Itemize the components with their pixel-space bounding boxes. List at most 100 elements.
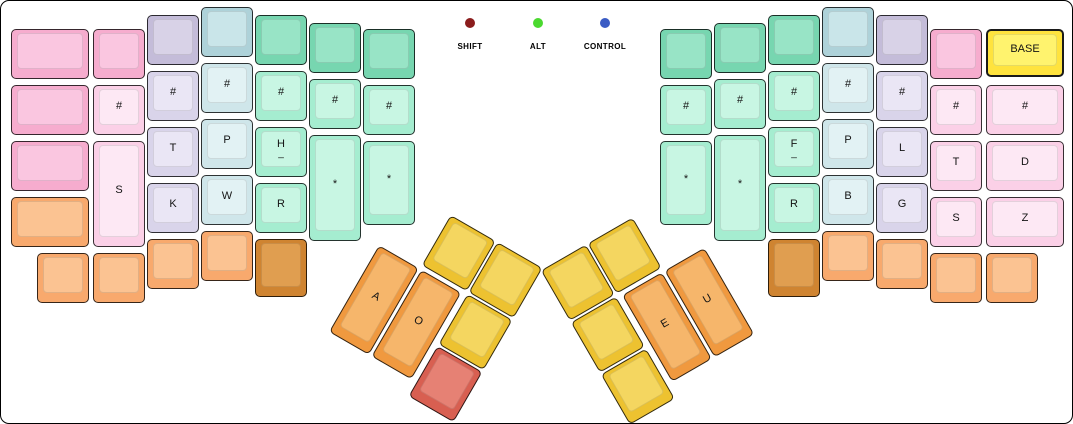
key-l2-hash[interactable]: # bbox=[93, 85, 145, 135]
key-r4-p[interactable]: P bbox=[822, 119, 874, 169]
key-l3-hash[interactable]: # bbox=[147, 71, 199, 121]
keycap-top bbox=[207, 67, 247, 103]
key-r6-t[interactable]: T bbox=[930, 141, 982, 191]
keycap-top bbox=[828, 235, 868, 271]
key-r6-hash[interactable]: # bbox=[930, 85, 982, 135]
key-r2r1[interactable] bbox=[714, 23, 766, 73]
keycap-top bbox=[720, 83, 760, 119]
keycap-top bbox=[369, 145, 409, 215]
keycap-top bbox=[992, 257, 1032, 293]
key-l1r1[interactable] bbox=[11, 29, 89, 79]
keycap-top bbox=[17, 145, 83, 181]
key-r5-l[interactable]: L bbox=[876, 127, 928, 177]
key-r7-d[interactable]: D bbox=[986, 141, 1064, 191]
key-l4-hash[interactable]: # bbox=[201, 63, 253, 113]
key-r3r5[interactable] bbox=[768, 239, 820, 297]
key-l4-p[interactable]: P bbox=[201, 119, 253, 169]
key-l1r3[interactable] bbox=[11, 141, 89, 191]
key-l5-r[interactable]: R bbox=[255, 183, 307, 233]
keycap-top bbox=[666, 145, 706, 215]
key-r3-f[interactable]: F_ bbox=[768, 127, 820, 177]
key-r5-hash[interactable]: # bbox=[876, 71, 928, 121]
keycap-top bbox=[369, 89, 409, 125]
key-base[interactable]: BASE bbox=[986, 29, 1064, 77]
key-l7r1[interactable] bbox=[363, 29, 415, 79]
keycap-top bbox=[992, 89, 1058, 125]
key-r3-hash[interactable]: # bbox=[768, 71, 820, 121]
key-r1-hash[interactable]: # bbox=[660, 85, 712, 135]
key-r2-star[interactable]: * bbox=[714, 135, 766, 241]
keycap-top bbox=[992, 145, 1058, 181]
keycap-top bbox=[207, 123, 247, 159]
keycap-top bbox=[882, 243, 922, 279]
key-r3r1[interactable] bbox=[768, 15, 820, 65]
key-l3r1[interactable] bbox=[147, 15, 199, 65]
key-l2r1[interactable] bbox=[93, 29, 145, 79]
keycap-top bbox=[666, 89, 706, 125]
keycap-top bbox=[774, 131, 814, 167]
key-l3-k[interactable]: K bbox=[147, 183, 199, 233]
keycap-top bbox=[261, 19, 301, 55]
key-r7-z[interactable]: Z bbox=[986, 197, 1064, 247]
key-r1-star[interactable]: * bbox=[660, 141, 712, 225]
keycap-top bbox=[315, 83, 355, 119]
key-r4r5[interactable] bbox=[822, 231, 874, 281]
key-l7-star[interactable]: * bbox=[363, 141, 415, 225]
key-l5r1[interactable] bbox=[255, 15, 307, 65]
key-l1r5[interactable] bbox=[37, 253, 89, 303]
keycap-top bbox=[99, 257, 139, 293]
keycap-top bbox=[993, 34, 1057, 66]
keycap-top bbox=[828, 123, 868, 159]
keycap-top bbox=[369, 33, 409, 69]
keycap-top bbox=[578, 302, 635, 362]
key-r6r1[interactable] bbox=[930, 29, 982, 79]
keycap-top bbox=[207, 179, 247, 215]
key-l3r5[interactable] bbox=[147, 239, 199, 289]
key-r6r5[interactable] bbox=[930, 253, 982, 303]
key-r6-s[interactable]: S bbox=[930, 197, 982, 247]
key-l2-s[interactable]: S bbox=[93, 141, 145, 247]
keycap-top bbox=[774, 19, 814, 55]
keycap-top bbox=[720, 27, 760, 63]
key-l6-star[interactable]: * bbox=[309, 135, 361, 241]
key-l1r4[interactable] bbox=[11, 197, 89, 247]
keycap-top bbox=[261, 243, 301, 287]
keycap-top bbox=[936, 145, 976, 181]
keycap-top bbox=[594, 224, 652, 283]
keycap-top bbox=[315, 27, 355, 63]
key-r5r5[interactable] bbox=[876, 239, 928, 289]
keycap-top bbox=[153, 243, 193, 279]
key-r5r1[interactable] bbox=[876, 15, 928, 65]
key-r7r5[interactable] bbox=[986, 253, 1038, 303]
key-r7-hash[interactable]: # bbox=[986, 85, 1064, 135]
key-l1r2[interactable] bbox=[11, 85, 89, 135]
key-l3-t[interactable]: T bbox=[147, 127, 199, 177]
key-l6-hash[interactable]: # bbox=[309, 79, 361, 129]
key-l4r1[interactable] bbox=[201, 7, 253, 57]
key-r2-hash[interactable]: # bbox=[714, 79, 766, 129]
keycap-top bbox=[207, 235, 247, 271]
keycap-top bbox=[882, 187, 922, 223]
key-r4-hash[interactable]: # bbox=[822, 63, 874, 113]
keycap-top bbox=[153, 187, 193, 223]
key-l4r5[interactable] bbox=[201, 231, 253, 281]
key-r3-r[interactable]: R bbox=[768, 183, 820, 233]
keycap-top bbox=[992, 201, 1058, 237]
key-l5-hash[interactable]: # bbox=[255, 71, 307, 121]
key-r1r1[interactable] bbox=[660, 29, 712, 79]
key-l2r5[interactable] bbox=[93, 253, 145, 303]
key-l6r1[interactable] bbox=[309, 23, 361, 73]
key-r4r1[interactable] bbox=[822, 7, 874, 57]
keycap-top bbox=[17, 89, 83, 125]
key-l4-w[interactable]: W bbox=[201, 175, 253, 225]
key-r5-g[interactable]: G bbox=[876, 183, 928, 233]
key-r4-b[interactable]: B bbox=[822, 175, 874, 225]
keycap-top bbox=[261, 187, 301, 223]
key-l5r5[interactable] bbox=[255, 239, 307, 297]
keycap-top bbox=[17, 201, 83, 237]
keycap-top bbox=[315, 139, 355, 231]
key-l7-hash[interactable]: # bbox=[363, 85, 415, 135]
key-l5-h[interactable]: H_ bbox=[255, 127, 307, 177]
